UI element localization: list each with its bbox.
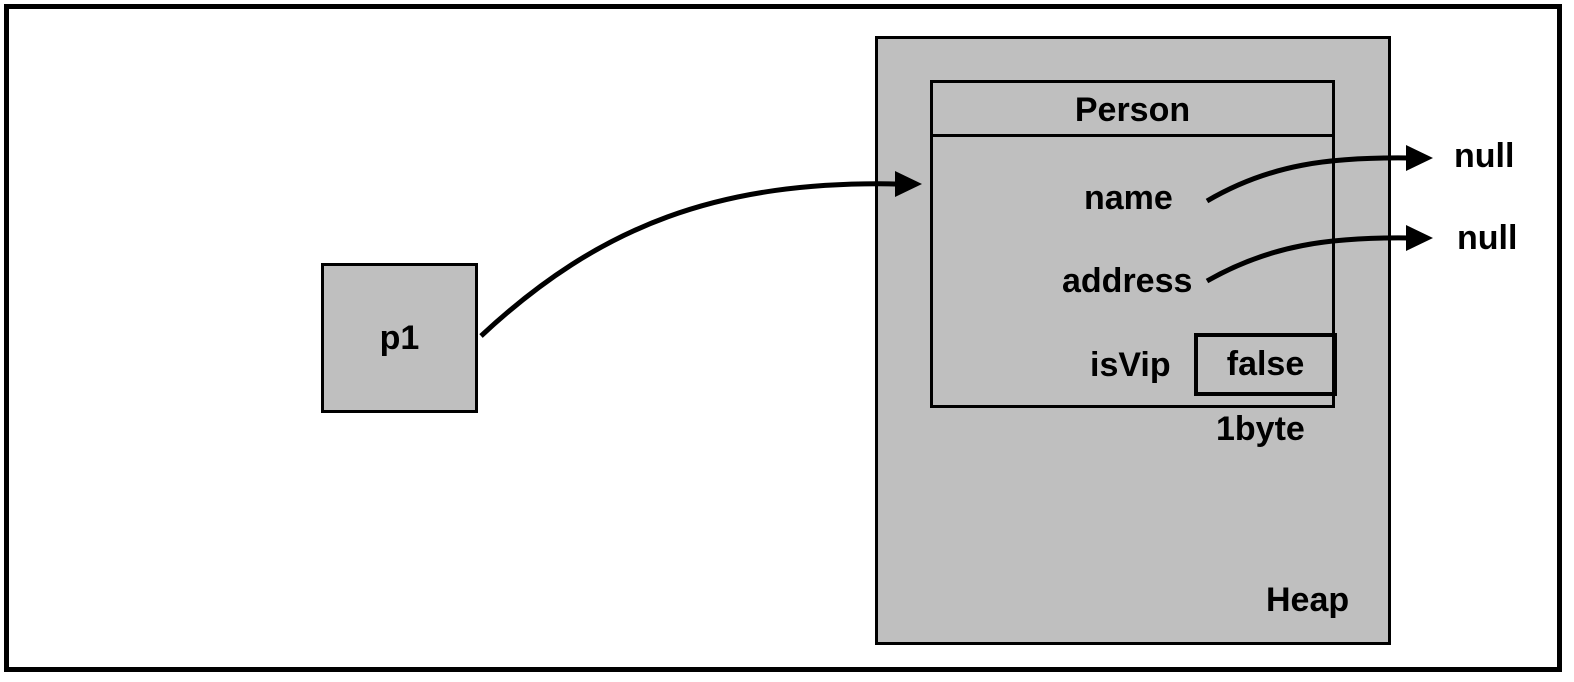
isvip-value: false	[1226, 345, 1305, 383]
name-null-value: null	[1454, 137, 1515, 175]
person-class-name: Person	[1074, 91, 1191, 129]
diagram-frame	[4, 4, 1562, 672]
address-to-null-arrow	[1205, 235, 1411, 284]
field-address-label: address	[1062, 262, 1193, 300]
name-to-null-arrow	[1205, 155, 1411, 204]
isvip-size-note: 1byte	[1216, 410, 1305, 448]
variable-label: p1	[379, 319, 420, 357]
heap-label: Heap	[1266, 581, 1350, 619]
field-name-label: name	[1084, 179, 1173, 217]
p1-arrowhead	[895, 171, 922, 197]
field-isvip-label: isVip	[1090, 346, 1171, 384]
variable-box-p1	[321, 263, 478, 413]
address-null-value: null	[1457, 219, 1518, 257]
address-arrowhead	[1406, 225, 1433, 251]
person-object	[930, 80, 1335, 408]
p1-to-person-arrow	[479, 181, 901, 338]
heap-region	[875, 36, 1391, 645]
isvip-value-box	[1194, 333, 1337, 396]
name-arrowhead	[1406, 145, 1433, 171]
person-header-divider	[930, 134, 1335, 137]
